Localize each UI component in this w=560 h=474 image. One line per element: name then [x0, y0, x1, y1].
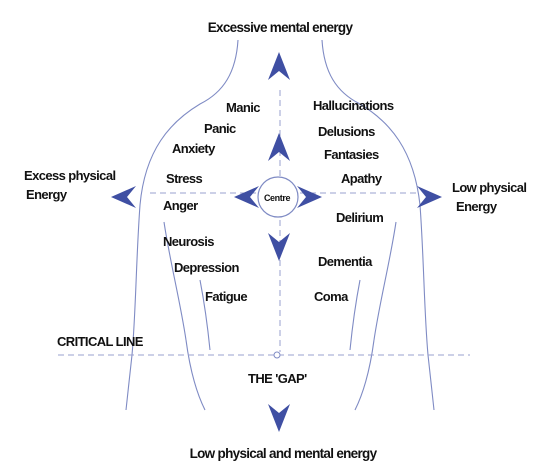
- arrow-left-icon: [111, 186, 136, 208]
- state-hallucinations: Hallucinations: [313, 98, 394, 113]
- state-dementia: Dementia: [318, 254, 373, 269]
- arrow-down-icon: [268, 404, 290, 432]
- centre-label: Centre: [264, 193, 291, 203]
- state-depression: Depression: [174, 260, 239, 275]
- arrow-left-icon: [234, 186, 259, 208]
- left-arm-inner: [163, 221, 187, 341]
- arrow-down-icon: [268, 233, 290, 261]
- left-shoulder-outline: [125, 39, 239, 411]
- state-delirium: Delirium: [336, 210, 383, 225]
- state-fantasies: Fantasies: [324, 147, 379, 162]
- right-axis-label-line2: Energy: [456, 199, 498, 214]
- arrows: [111, 52, 442, 432]
- arrow-up-icon: [268, 52, 290, 80]
- state-neurosis: Neurosis: [163, 234, 214, 249]
- state-apathy: Apathy: [341, 171, 383, 186]
- arrow-right-icon: [417, 186, 442, 208]
- state-delusions: Delusions: [318, 124, 375, 139]
- state-coma: Coma: [314, 289, 349, 304]
- right-axis-label-line1: Low physical: [452, 180, 526, 195]
- left-waist: [185, 339, 206, 411]
- right-waist: [354, 339, 375, 411]
- state-manic: Manic: [226, 100, 260, 115]
- arrow-right-icon: [297, 186, 322, 208]
- gap-label: THE 'GAP': [248, 371, 307, 386]
- left-arm-inner-2: [199, 279, 211, 351]
- state-anxiety: Anxiety: [172, 141, 216, 156]
- body-outline: [125, 39, 435, 411]
- guide-lines: [58, 90, 470, 356]
- state-panic: Panic: [204, 121, 236, 136]
- right-arm-inner-2: [349, 279, 361, 351]
- state-stress: Stress: [166, 171, 203, 186]
- centre-circle: [257, 176, 299, 218]
- left-axis-label-line2: Energy: [26, 187, 68, 202]
- state-anger: Anger: [163, 198, 198, 213]
- top-title: Excessive mental energy: [208, 20, 354, 35]
- arrow-up-icon: [268, 133, 290, 161]
- bottom-title: Low physical and mental energy: [190, 446, 378, 461]
- right-arm-inner: [373, 221, 397, 341]
- gap-marker: [273, 351, 281, 359]
- left-axis-label-line1: Excess physical: [24, 168, 115, 183]
- critical-line-label: CRITICAL LINE: [57, 334, 144, 349]
- state-fatigue: Fatigue: [205, 289, 247, 304]
